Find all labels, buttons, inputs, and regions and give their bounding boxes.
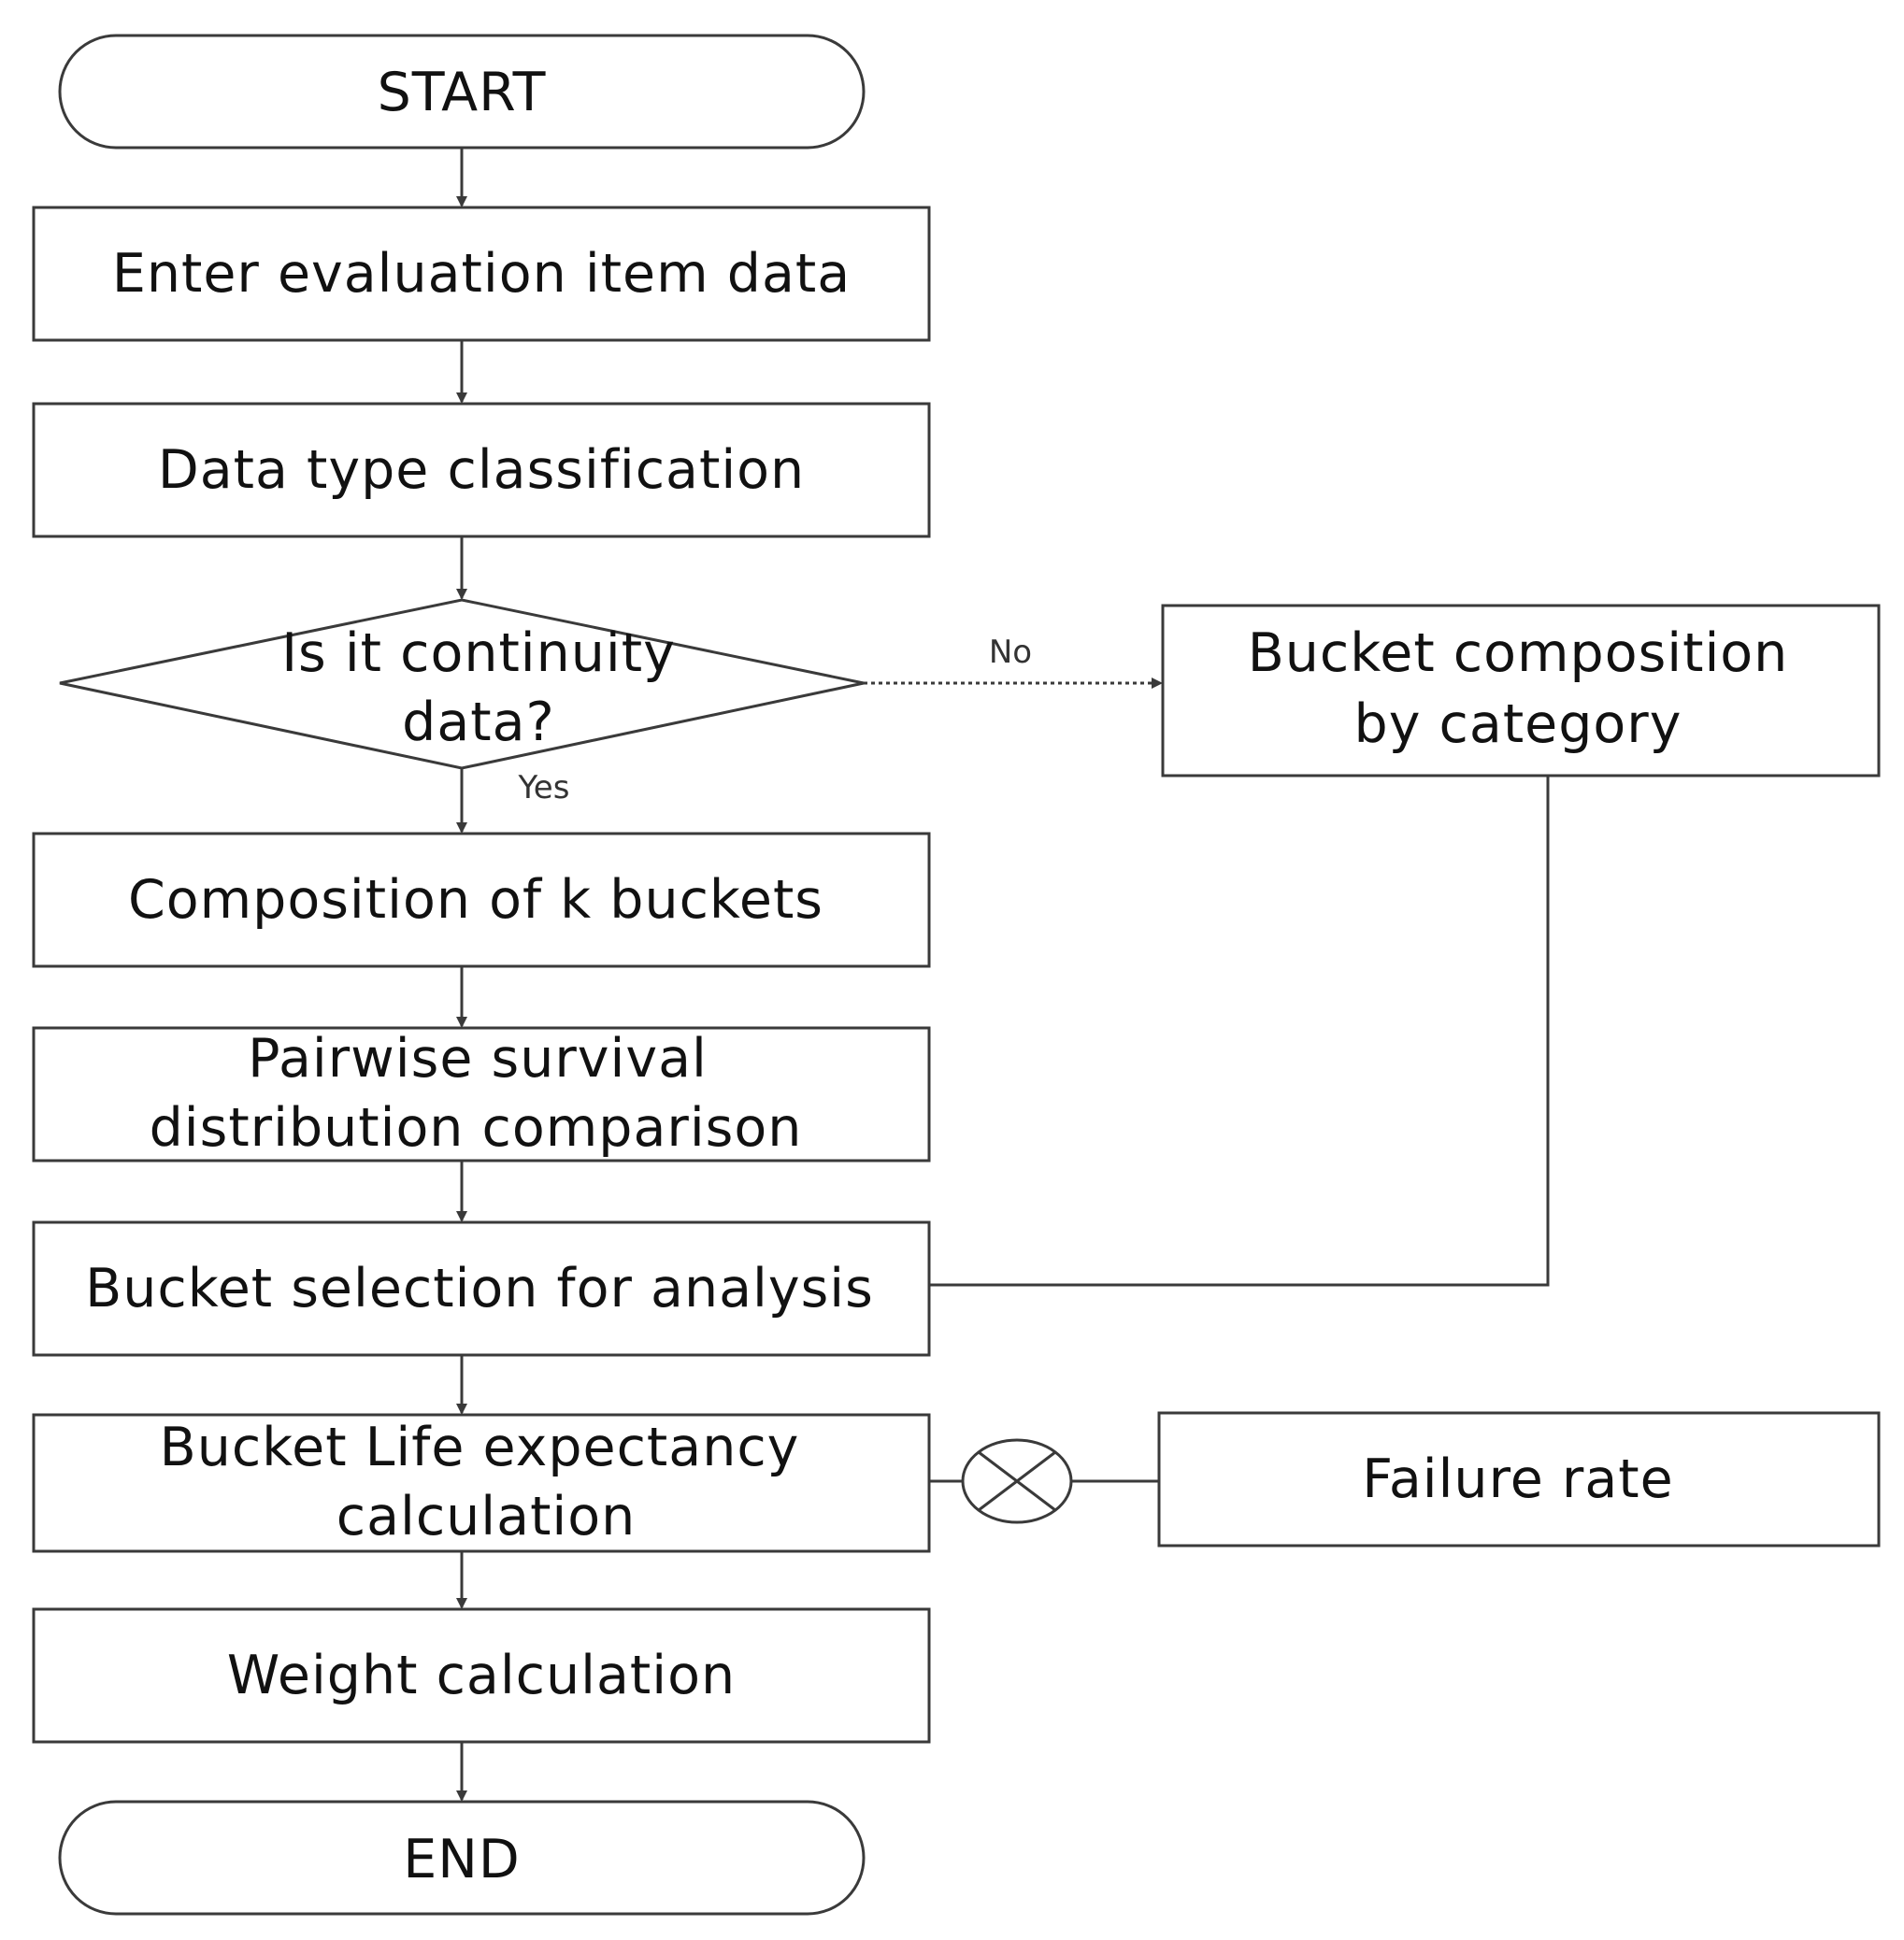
pairwise-line1: Pairwise survival xyxy=(248,1028,708,1090)
start-terminator: START xyxy=(58,34,866,150)
life-expectancy-line1: Bucket Life expectancy xyxy=(160,1417,800,1478)
decision-continuity: Is it continuity data? xyxy=(59,598,865,770)
branch-yes-label: Yes xyxy=(518,769,570,806)
process-bucket-by-category: Bucket composition by category xyxy=(1161,604,1881,777)
weight-label: Weight calculation xyxy=(227,1645,736,1706)
k-buckets-label: Composition of k buckets xyxy=(128,869,823,931)
multiply-junction-icon xyxy=(961,1438,1073,1524)
decision-line1: Is it continuity xyxy=(281,622,676,684)
process-classification: Data type classification xyxy=(32,402,931,538)
input-failure-rate: Failure rate xyxy=(1157,1411,1881,1548)
process-k-buckets: Composition of k buckets xyxy=(32,832,931,968)
branch-no-label: No xyxy=(989,634,1032,671)
line-category-to-selection xyxy=(929,776,1550,1287)
end-label: END xyxy=(403,1829,521,1890)
start-label: START xyxy=(378,62,547,123)
pairwise-line2: distribution comparison xyxy=(150,1097,803,1159)
process-weight: Weight calculation xyxy=(32,1607,931,1744)
end-terminator: END xyxy=(58,1800,866,1916)
failure-rate-label: Failure rate xyxy=(1362,1448,1673,1510)
bucket-selection-label: Bucket selection for analysis xyxy=(85,1258,874,1319)
classification-label: Data type classification xyxy=(158,439,805,501)
connectors xyxy=(456,148,1550,1802)
process-life-expectancy: Bucket Life expectancy calculation xyxy=(32,1413,931,1553)
process-pairwise: Pairwise survival distribution compariso… xyxy=(32,1026,931,1163)
life-expectancy-line2: calculation xyxy=(336,1486,637,1548)
process-enter-data: Enter evaluation item data xyxy=(32,206,931,342)
bucket-category-line2: by category xyxy=(1354,693,1682,755)
decision-line2: data? xyxy=(402,692,555,753)
process-bucket-selection: Bucket selection for analysis xyxy=(32,1220,931,1357)
bucket-category-line1: Bucket composition xyxy=(1248,622,1789,684)
enter-data-label: Enter evaluation item data xyxy=(112,243,851,305)
